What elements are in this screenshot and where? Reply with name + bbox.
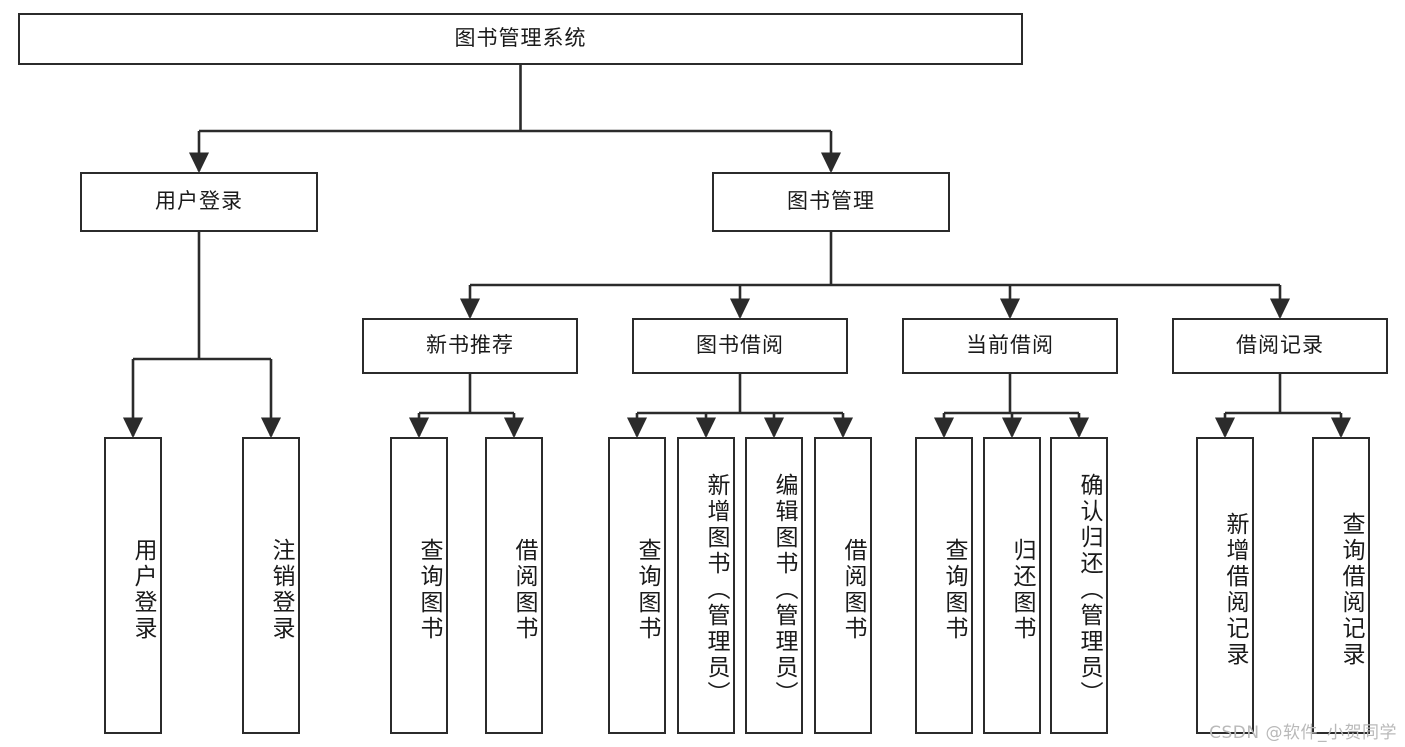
node-label: 当前借阅 [966, 333, 1054, 358]
node-label: 借阅图书 [840, 537, 866, 642]
node-label: 新增借阅记录 [1222, 511, 1248, 668]
node-login[interactable]: 用户登录 [80, 172, 318, 232]
node-bookmgmt[interactable]: 图书管理 [712, 172, 950, 232]
node-label: 借阅图书 [511, 537, 537, 642]
node-leaf1[interactable]: 用户登录 [104, 437, 162, 734]
node-label: 借阅记录 [1236, 333, 1324, 358]
node-leaf12[interactable]: 新增借阅记录 [1196, 437, 1254, 734]
node-leaf9[interactable]: 查询图书 [915, 437, 973, 734]
node-leaf4[interactable]: 借阅图书 [485, 437, 543, 734]
node-leaf3[interactable]: 查询图书 [390, 437, 448, 734]
watermark-text: CSDN @软件_小贺同学 [1209, 723, 1397, 743]
node-label: 图书管理 [787, 189, 875, 214]
node-label: 用户登录 [130, 537, 156, 642]
node-label: 编辑图书（管理员） [771, 472, 797, 707]
node-current[interactable]: 当前借阅 [902, 318, 1118, 374]
node-label: 新书推荐 [426, 333, 514, 358]
node-label: 新增图书（管理员） [703, 472, 729, 707]
node-leaf11[interactable]: 确认归还（管理员） [1050, 437, 1108, 734]
node-label: 查询借阅记录 [1338, 511, 1364, 668]
node-label: 查询图书 [941, 537, 967, 642]
node-label: 用户登录 [155, 189, 243, 214]
node-leaf6[interactable]: 新增图书（管理员） [677, 437, 735, 734]
node-leaf13[interactable]: 查询借阅记录 [1312, 437, 1370, 734]
node-leaf5[interactable]: 查询图书 [608, 437, 666, 734]
node-label: 查询图书 [634, 537, 660, 642]
node-label: 注销登录 [268, 537, 294, 642]
node-root[interactable]: 图书管理系统 [18, 13, 1023, 65]
node-leaf2[interactable]: 注销登录 [242, 437, 300, 734]
node-label: 确认归还（管理员） [1076, 472, 1102, 707]
node-label: 图书管理系统 [454, 26, 587, 51]
node-records[interactable]: 借阅记录 [1172, 318, 1388, 374]
node-leaf7[interactable]: 编辑图书（管理员） [745, 437, 803, 734]
node-label: 查询图书 [416, 537, 442, 642]
node-leaf10[interactable]: 归还图书 [983, 437, 1041, 734]
node-label: 归还图书 [1009, 537, 1035, 642]
node-borrow[interactable]: 图书借阅 [632, 318, 848, 374]
node-leaf8[interactable]: 借阅图书 [814, 437, 872, 734]
node-newrec[interactable]: 新书推荐 [362, 318, 578, 374]
node-label: 图书借阅 [696, 333, 784, 358]
